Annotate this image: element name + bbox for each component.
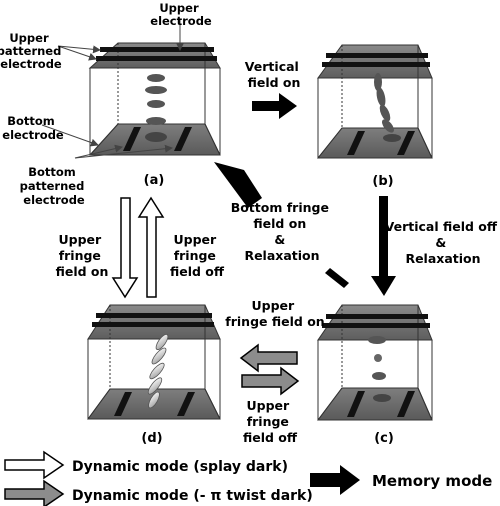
arrow-c-to-a-tail <box>325 268 349 288</box>
label-d-to-a: Upper fringe field off <box>170 232 225 279</box>
upper-patterned-stripe <box>326 53 428 58</box>
label-upper-patterned-electrode: Upper patterned electrode <box>0 31 65 71</box>
upper-patterned-stripe <box>100 47 214 52</box>
bottom-patterned-stripe <box>114 392 132 416</box>
label-bottom-patterned-electrode: Bottom patterned electrode <box>20 165 89 207</box>
label-c-to-d: Upper fringe field on <box>225 298 324 329</box>
lc-molecule <box>147 100 165 108</box>
arrow-c-to-d <box>239 343 298 373</box>
label-a-to-b: Vertical field on <box>245 59 303 90</box>
label-b-to-c: Vertical field off & Relaxation <box>385 219 500 266</box>
arrow-c-to-a-head <box>214 162 262 208</box>
arrow-b-to-c <box>371 196 396 296</box>
upper-patterned-stripe <box>96 56 217 61</box>
lc-molecule <box>368 336 386 344</box>
bottom-patterned-stripe <box>123 127 141 151</box>
panel-b-cell <box>316 44 433 159</box>
lc-molecule <box>151 347 167 365</box>
lc-molecule <box>374 73 382 91</box>
arrow-a-to-b <box>252 93 297 119</box>
panel-c-cell <box>317 304 433 421</box>
lc-molecule <box>376 87 386 107</box>
bottom-patterned-stripe <box>177 392 195 416</box>
panel-label-c: (c) <box>374 431 394 446</box>
upper-patterned-stripe <box>322 62 430 67</box>
lc-molecule <box>374 354 382 362</box>
lc-molecule <box>145 132 167 142</box>
arrow-d-to-a <box>137 196 165 298</box>
upper-patterned-stripe <box>326 314 428 319</box>
arrow-a-to-d <box>111 197 139 299</box>
legend-arrow-memory <box>310 465 360 495</box>
callout-line <box>74 144 173 159</box>
panel-a-cell <box>88 42 221 156</box>
bottom-patterned-stripe <box>397 131 415 155</box>
panel-label-b: (b) <box>372 174 393 189</box>
bottom-electrode-plate <box>317 387 433 421</box>
lc-molecule <box>149 362 165 380</box>
lc-molecule <box>147 74 165 82</box>
label-upper-electrode: Upper electrode <box>150 1 212 28</box>
upper-electrode-plate <box>317 44 433 79</box>
callout-line <box>74 144 123 159</box>
lc-molecule <box>155 333 169 351</box>
lc-molecule <box>379 104 391 122</box>
arrow-d-to-c <box>241 366 300 396</box>
lc-molecule <box>382 119 394 133</box>
callout-line <box>41 124 99 147</box>
legend-label-twist: Dynamic mode (- π twist dark) <box>72 488 313 504</box>
panel-label-a: (a) <box>144 173 165 188</box>
label-c-to-a: Bottom fringe field on & Relaxation <box>231 200 334 263</box>
upper-patterned-stripe <box>96 313 212 318</box>
upper-patterned-stripe <box>322 323 430 328</box>
label-a-to-d: Upper fringe field on <box>56 232 109 279</box>
lc-molecule <box>372 372 386 380</box>
legend-label-memory: Memory mode <box>372 472 492 490</box>
lc-molecule <box>383 134 401 142</box>
upper-electrode-plate <box>317 304 433 341</box>
callout-line <box>57 45 101 54</box>
legend-label-splay: Dynamic mode (splay dark) <box>72 459 288 475</box>
lc-molecule <box>145 86 167 94</box>
lc-molecule <box>147 377 163 395</box>
bottom-patterned-stripe <box>174 127 192 151</box>
bottom-patterned-stripe <box>397 391 415 417</box>
lc-molecule <box>148 391 160 409</box>
lc-molecule <box>146 117 166 125</box>
legend-arrow-twist <box>4 479 65 506</box>
upper-electrode-plate <box>88 42 221 69</box>
lc-molecule <box>373 394 391 402</box>
panel-d-cell <box>87 304 221 420</box>
bottom-electrode-plate <box>316 127 433 159</box>
bottom-patterned-stripe <box>347 131 365 155</box>
upper-patterned-stripe <box>92 322 214 327</box>
label-d-to-c: Upper fringe field off <box>243 398 298 445</box>
bottom-patterned-stripe <box>347 391 365 417</box>
label-bottom-electrode: Bottom electrode <box>2 114 64 142</box>
legend-arrow-splay <box>4 450 65 480</box>
panel-label-d: (d) <box>141 431 162 446</box>
callout-line <box>57 45 97 61</box>
